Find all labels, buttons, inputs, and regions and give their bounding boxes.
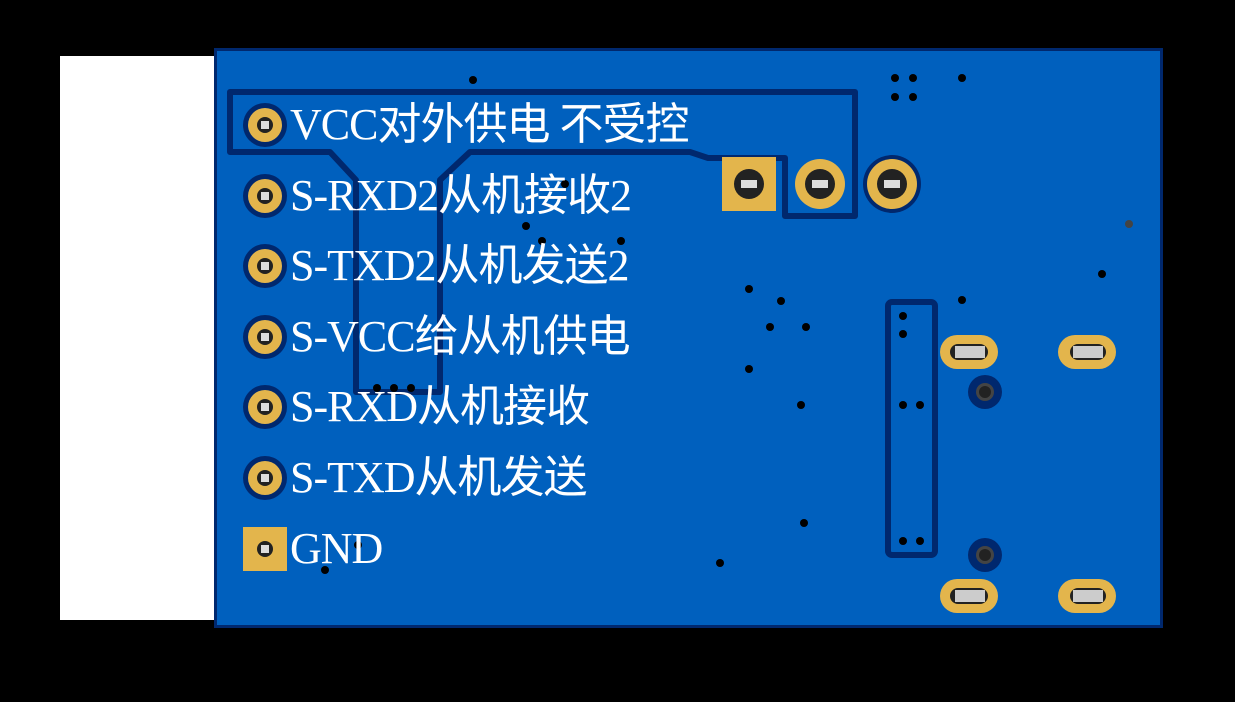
silkscreen-label-gnd: GND <box>290 524 383 573</box>
pad-5 <box>243 385 287 429</box>
mounting-holes <box>968 375 1002 572</box>
pad-gnd-square <box>243 527 287 571</box>
silkscreen-label-vcc: VCC对外供电 不受控 <box>290 100 689 149</box>
silkscreen-label-s-txd: S-TXD从机发送 <box>290 453 588 502</box>
header-pads <box>243 103 287 571</box>
silkscreen-label-s-vcc: S-VCC给从机供电 <box>290 312 631 361</box>
silkscreen-label-s-rxd: S-RXD从机接收 <box>290 382 590 431</box>
vias <box>321 74 1133 574</box>
trace-outline-vcc <box>227 89 858 395</box>
silkscreen-label-s-txd2: S-TXD2从机发送2 <box>290 241 630 290</box>
pcb-board <box>214 48 1163 628</box>
silkscreen-label-s-rxd2: S-RXD2从机接收2 <box>290 171 632 220</box>
top-header-pads <box>722 155 921 213</box>
pad-2 <box>243 174 287 218</box>
pad-1 <box>243 103 287 147</box>
trace-outline-right <box>885 299 938 558</box>
pad-4 <box>243 315 287 359</box>
slot-pads <box>940 335 1116 613</box>
pad-6 <box>243 456 287 500</box>
background-panel <box>60 56 216 620</box>
pad-3 <box>243 244 287 288</box>
